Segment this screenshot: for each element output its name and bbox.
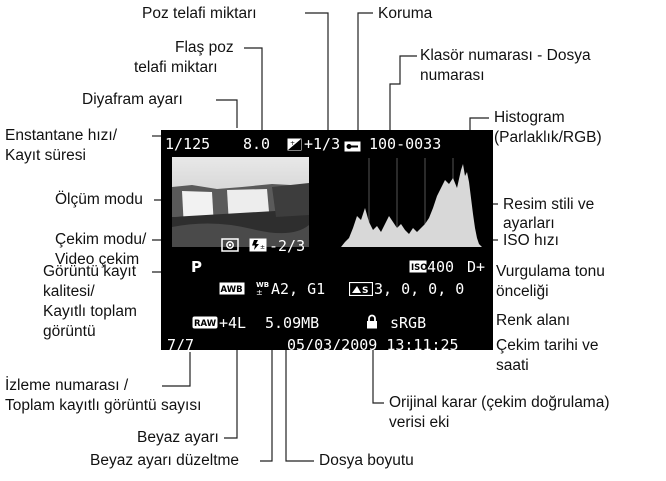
svg-text:S: S xyxy=(362,286,368,296)
flash-comp-value: -2/3 xyxy=(269,237,306,255)
file-size: 5.09MB xyxy=(265,314,320,332)
picture-style-icon: S xyxy=(348,281,374,301)
leader-diyafram xyxy=(216,99,238,128)
label-izleme-2: Toplam kayıtlı görüntü sayısı xyxy=(5,397,202,414)
label-cekim-tarihi-1: Çekim tarihi ve xyxy=(496,337,599,354)
label-goruntu-kayit-2: kalitesi/ xyxy=(43,283,95,300)
folder-file-number: 100-0033 xyxy=(369,135,442,153)
label-histogram-1: Histogram xyxy=(494,109,565,126)
label-beyaz-duzeltme: Beyaz ayarı düzeltme xyxy=(90,452,240,469)
label-resim-stili-1: Resim stili ve xyxy=(503,196,595,213)
histogram-graph xyxy=(341,158,482,247)
wb-correction-icon: WB± xyxy=(255,280,271,301)
date-time: 05/03/2009 13:11:25 xyxy=(287,336,459,354)
label-beyaz-ayari: Beyaz ayarı xyxy=(137,429,219,446)
leader-koruma xyxy=(357,12,373,137)
label-resim-stili-2: ayarları xyxy=(503,215,555,232)
leader-izleme xyxy=(162,352,191,387)
label-renk-alani: Renk alanı xyxy=(496,312,571,329)
label-orijinal-2: verisi eki xyxy=(389,414,450,431)
protect-key-icon xyxy=(344,139,361,157)
label-iso: ISO hızı xyxy=(503,232,559,249)
iso-value: 400 xyxy=(427,258,455,276)
label-enstantane-2: Kayıt süresi xyxy=(5,147,86,164)
aperture-value: 8.0 xyxy=(243,135,271,153)
svg-text:AWB: AWB xyxy=(221,285,243,295)
quality-text: RAW xyxy=(194,319,217,329)
svg-text:WB: WB xyxy=(256,281,269,289)
camera-lcd-screen: 1/125 8.0 + +1/3 100-0033 xyxy=(161,130,493,354)
label-histogram-2: (Parlaklık/RGB) xyxy=(494,129,602,146)
label-cekim-tarihi-2: saati xyxy=(496,357,529,374)
image-counter: 7/7 xyxy=(167,336,195,354)
svg-text:±: ± xyxy=(256,288,263,296)
color-space-value: sRGB xyxy=(390,314,427,332)
svg-text:+: + xyxy=(290,140,295,147)
shooting-mode: P xyxy=(191,258,202,276)
label-poz-telafi: Poz telafi miktarı xyxy=(142,5,257,22)
wb-correction-value: A2, G1 xyxy=(271,280,326,298)
label-goruntu-kayit-3: Kayıtlı toplam xyxy=(43,303,137,320)
flash-compensation-icon: ± xyxy=(249,238,267,257)
label-enstantane-1: Enstantane hızı/ xyxy=(5,127,118,144)
white-balance-icon: AWB xyxy=(219,282,245,300)
picture-style-values: 3, 0, 0, 0 xyxy=(374,280,465,298)
label-flas-poz-2: telafi miktarı xyxy=(134,59,218,76)
label-flas-poz-1: Flaş poz xyxy=(175,39,234,56)
label-goruntu-kayit-4: görüntü xyxy=(43,323,96,340)
label-olcum: Ölçüm modu xyxy=(55,191,143,208)
label-dosya-boyutu: Dosya boyutu xyxy=(319,452,414,469)
label-klasor-2: numarası xyxy=(420,67,485,84)
shutter-speed: 1/125 xyxy=(165,135,211,153)
quality-plus: +4L xyxy=(219,314,247,332)
svg-text:±: ± xyxy=(260,244,265,251)
highlight-tone-priority: D+ xyxy=(467,258,486,276)
label-orijinal-1: Orijinal karar (çekim doğrulama) xyxy=(389,394,610,411)
iso-icon: ISO xyxy=(409,260,428,278)
raw-quality-icon: RAW xyxy=(192,316,218,334)
svg-text:ISO: ISO xyxy=(411,263,427,273)
label-diyafram: Diyafram ayarı xyxy=(82,91,183,108)
label-cekim-modu-1: Çekim modu/ xyxy=(55,231,147,248)
label-koruma: Koruma xyxy=(378,5,433,22)
label-vurgulama-2: önceliği xyxy=(496,283,549,300)
label-goruntu-kayit-1: Görüntü kayıt xyxy=(43,263,137,280)
label-izleme-1: İzleme numarası / xyxy=(5,377,129,394)
exposure-comp-value: +1/3 xyxy=(304,135,341,153)
leader-klasor xyxy=(389,55,417,136)
leader-poz-telafi xyxy=(305,12,329,137)
lock-icon xyxy=(366,314,378,334)
metering-mode-icon xyxy=(221,238,239,257)
photo-thumbnail xyxy=(172,157,309,247)
label-klasor-1: Klasör numarası - Dosya xyxy=(420,47,591,64)
exposure-compensation-icon: + xyxy=(287,138,302,156)
label-cekim-modu-2: Video çekim xyxy=(55,251,140,268)
label-vurgulama-1: Vurgulama tonu xyxy=(496,263,605,280)
